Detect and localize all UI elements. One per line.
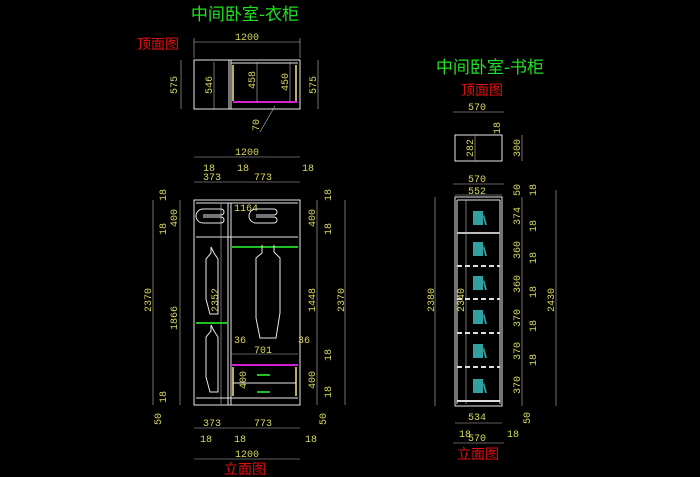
books-icon bbox=[473, 211, 487, 225]
dim-bc-left-height: 2380 bbox=[427, 288, 438, 312]
dim-right-top-space: 400 bbox=[308, 209, 319, 227]
dim-board: 18 bbox=[200, 435, 212, 446]
dim-right-width: 773 bbox=[254, 173, 272, 184]
wardrobe-elevation: 1200 18 18 18 373 773 1164 36 36 bbox=[144, 148, 348, 461]
dim-board: 18 bbox=[324, 349, 335, 361]
dim-drawer-side-left: 36 bbox=[234, 336, 246, 347]
dim-board: 18 bbox=[302, 164, 314, 175]
dim-drawer-height: 400 bbox=[239, 371, 250, 389]
wardrobe-top-view: 1200 575 546 458 450 575 70 bbox=[170, 33, 320, 133]
dim-board: 18 bbox=[529, 184, 540, 196]
coat-icon bbox=[255, 245, 281, 339]
dim-board: 18 bbox=[507, 430, 519, 441]
dim-left-main: 1866 bbox=[170, 306, 181, 330]
dim-board: 18 bbox=[324, 223, 335, 235]
bookcase-title: 中间卧室-书柜 bbox=[436, 58, 544, 78]
books-icon bbox=[473, 379, 487, 393]
books-icon bbox=[473, 310, 487, 324]
dim-bc-depth: 300 bbox=[513, 139, 524, 157]
dim-bc-right-height: 2430 bbox=[547, 288, 558, 312]
dim-right-width-bottom: 773 bbox=[254, 419, 272, 430]
dim-left-width: 373 bbox=[203, 173, 221, 184]
dim-board: 18 bbox=[234, 435, 246, 446]
dim-top-inner-mid: 458 bbox=[248, 71, 259, 89]
dim-board: 18 bbox=[159, 391, 170, 403]
dim-top-width: 1200 bbox=[235, 33, 259, 44]
dim-board: 18 bbox=[324, 189, 335, 201]
dim-bc-inner-width-bottom: 534 bbox=[468, 413, 486, 424]
dim-top-depth-right: 575 bbox=[309, 76, 320, 94]
dim-bc-right: 360 bbox=[513, 275, 524, 293]
dim-board: 18 bbox=[305, 435, 317, 446]
dim-bc-plinth: 50 bbox=[523, 412, 534, 424]
dim-bc-right: 360 bbox=[513, 241, 524, 259]
dim-bc-inner-depth: 282 bbox=[466, 139, 477, 157]
dim-right-hang: 1448 bbox=[308, 288, 319, 312]
dim-right-plinth: 50 bbox=[319, 413, 330, 425]
dim-inner-top: 1164 bbox=[234, 204, 258, 215]
blanket-icon bbox=[248, 208, 278, 224]
dim-bc-right: 370 bbox=[513, 309, 524, 327]
dim-bc-right: 50 bbox=[513, 184, 524, 196]
clothing-icon bbox=[205, 246, 219, 315]
bookcase-top-view: 570 18 282 300 bbox=[453, 103, 524, 162]
dim-right-height: 2370 bbox=[337, 288, 348, 312]
clothing-icon bbox=[205, 324, 219, 393]
dim-inner-height: 2352 bbox=[211, 288, 222, 312]
books-icon bbox=[473, 276, 487, 290]
dim-drawer-width: 701 bbox=[254, 346, 272, 357]
dim-board: 18 bbox=[237, 164, 249, 175]
dim-board: 18 bbox=[529, 252, 540, 264]
books-icons bbox=[473, 211, 487, 393]
dim-left-width-bottom: 373 bbox=[203, 419, 221, 430]
dim-board: 18 bbox=[324, 386, 335, 398]
dim-left-top-space: 400 bbox=[170, 209, 181, 227]
dim-top-door: 70 bbox=[252, 119, 263, 131]
wardrobe-elevation-label: 立面图 bbox=[224, 462, 266, 477]
dim-elev-width-bottom: 1200 bbox=[235, 450, 259, 461]
dim-bc-right: 370 bbox=[513, 342, 524, 360]
dim-top-depth-left: 575 bbox=[170, 76, 181, 94]
dim-left-height: 2370 bbox=[144, 288, 155, 312]
dim-left-plinth: 50 bbox=[154, 413, 165, 425]
dim-top-inner-left: 546 bbox=[205, 76, 216, 94]
dim-elev-width-top: 1200 bbox=[235, 148, 259, 159]
dim-drawer-side-right: 36 bbox=[298, 336, 310, 347]
dim-board: 18 bbox=[493, 122, 504, 134]
bookcase-elevation: 570 552 2380 2340 2430 50 374 360 360 bbox=[427, 175, 558, 445]
dim-board: 18 bbox=[529, 220, 540, 232]
dim-board: 18 bbox=[203, 164, 215, 175]
dim-bc-width-bottom: 570 bbox=[468, 434, 486, 445]
dim-board: 18 bbox=[159, 189, 170, 201]
books-icon bbox=[473, 242, 487, 256]
books-icon bbox=[473, 344, 487, 358]
bookcase-elevation-label: 立面图 bbox=[457, 447, 499, 463]
dim-right-drawer: 400 bbox=[308, 371, 319, 389]
dim-bc-inner-width-top: 552 bbox=[468, 187, 486, 198]
dim-bc-right: 370 bbox=[513, 376, 524, 394]
dim-board: 18 bbox=[529, 320, 540, 332]
dim-board: 18 bbox=[529, 286, 540, 298]
wardrobe-title: 中间卧室-衣柜 bbox=[191, 5, 299, 25]
dim-bc-width-top: 570 bbox=[468, 175, 486, 186]
dim-bc-inner-height: 2340 bbox=[457, 288, 468, 312]
dim-board: 18 bbox=[159, 223, 170, 235]
dim-bc-top-width: 570 bbox=[468, 103, 486, 114]
blanket-icon bbox=[195, 208, 225, 224]
bookcase-top-view-label: 顶面图 bbox=[461, 83, 503, 99]
dim-top-inner-right: 450 bbox=[281, 73, 292, 91]
dim-bc-right: 374 bbox=[513, 207, 524, 225]
dim-board: 18 bbox=[459, 430, 471, 441]
dim-board: 18 bbox=[529, 354, 540, 366]
wardrobe-top-view-label: 顶面图 bbox=[137, 37, 179, 53]
